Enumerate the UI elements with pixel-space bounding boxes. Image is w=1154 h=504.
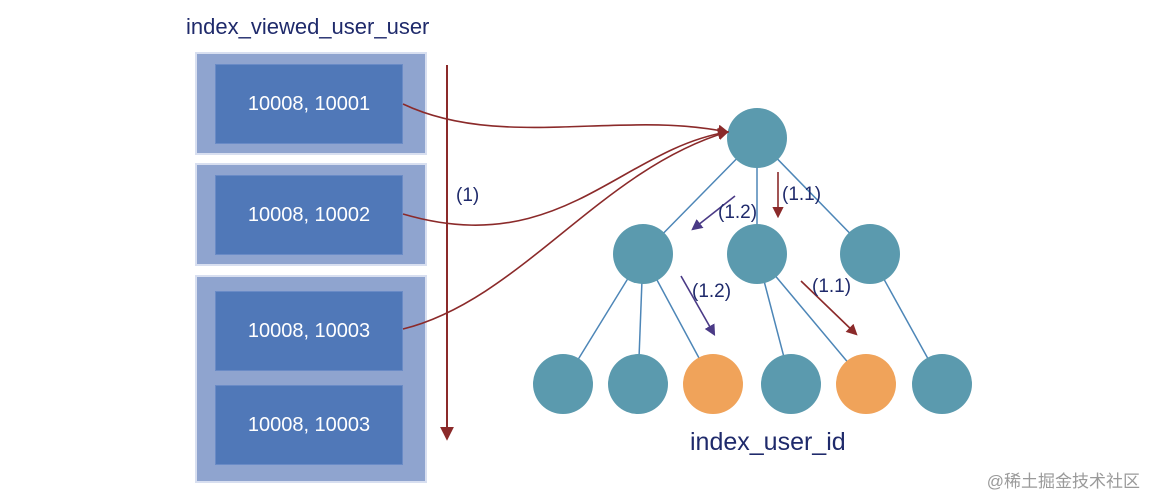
step-1-1-label-b: (1.1) [812,276,852,297]
leaf-node-3-match [683,354,743,414]
scan-label: (1) [456,185,480,206]
step-1-2-label-a: (1.2) [718,202,758,223]
leaf-node-4 [761,354,821,414]
left-index-title: index_viewed_user_user [186,14,430,39]
leaf-node-6 [912,354,972,414]
record-1: 10008, 10001 [215,64,403,144]
record-4: 10008, 10003 [215,385,403,465]
leaf-node-1 [533,354,593,414]
lookup-arrow-3 [402,129,730,330]
lookup-arrow-2 [402,127,730,226]
step-1-2-arrow-b [680,275,716,336]
lookup-arrow-1 [402,103,730,136]
watermark: @稀土掘金技术社区 [986,472,1140,491]
step-1-2-label-b: (1.2) [692,281,732,302]
leaf-node-2 [608,354,668,414]
step-1-2-arrow-a [691,195,736,231]
right-index-title: index_user_id [690,428,846,456]
step-1-1-label-a: (1.1) [782,184,822,205]
mid-node-center [727,224,787,284]
root-node [727,108,787,168]
leaf-node-5-match [836,354,896,414]
record-2: 10008, 10002 [215,175,403,255]
mid-node-left [613,224,673,284]
mid-node-right [840,224,900,284]
step-1-1-arrow-b [800,280,858,336]
record-3: 10008, 10003 [215,291,403,371]
